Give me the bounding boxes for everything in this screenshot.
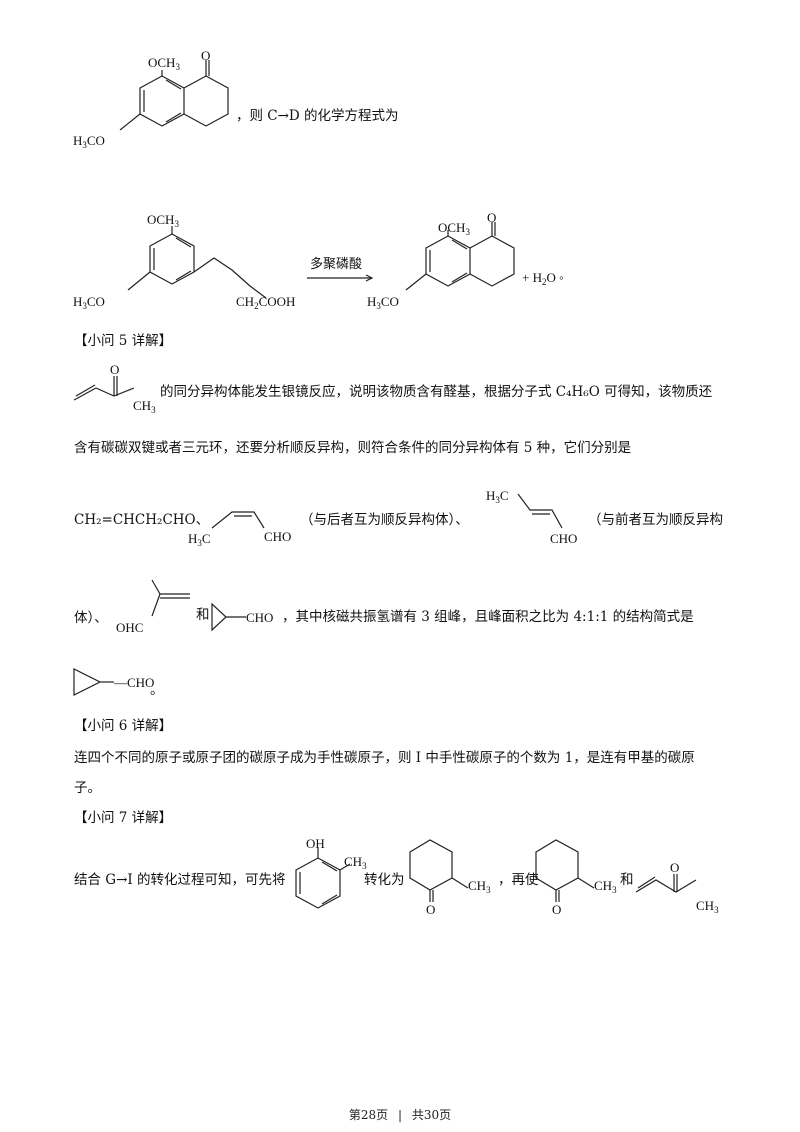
q7-text-d: 和: [620, 872, 634, 888]
q5-paragraph-2: 含有碳碳双键或者三元环，还要分析顺反异构，则符合条件的同分异构体有 5 种，它们…: [74, 440, 632, 456]
label-h3co: H3CO: [73, 133, 105, 150]
label-o: O: [201, 48, 210, 63]
methacrolein-structure: OHC: [116, 579, 190, 635]
label-cho-trans: CHO: [550, 531, 577, 546]
label-ohc: OHC: [116, 620, 143, 635]
label-och3: OCH3: [148, 55, 180, 72]
q5-paragraph-3: ，其中核磁共振氢谱有 3 组峰，且峰面积之比为 4:1:1 的结构简式是: [282, 609, 694, 625]
footer-separator: |: [397, 1108, 403, 1122]
label-och3-reactant: OCH3: [147, 212, 179, 229]
butenone-structure: O CH3: [73, 362, 156, 415]
label-ch2cooh: CH2COOH: [236, 294, 295, 311]
label-ch3-ketone-2: CH3: [594, 878, 617, 895]
label-h3co-reactant: H3CO: [73, 294, 105, 311]
isomer-continued: 体）、: [74, 610, 108, 626]
isomer-1: CH₂=CHCH₂CHO、: [74, 512, 210, 528]
label-o-ketone-1: O: [426, 902, 435, 917]
cyclopropanecarbaldehyde-structure: CHO: [211, 602, 273, 632]
label-cho-answer: —CHO: [113, 675, 154, 690]
label-ch3-butenone: CH3: [133, 398, 156, 415]
label-oh: OH: [306, 836, 325, 851]
page-footer: 第28页 | 共30页: [0, 1106, 800, 1123]
label-h3c-trans: H3C: [486, 488, 509, 505]
q6-paragraph-2: 子。: [74, 780, 101, 796]
methylcyclohexanone-structure-2: O CH3: [535, 839, 617, 917]
q5-header: 【小问 5 详解】: [74, 333, 173, 349]
label-o-ketone-2: O: [552, 902, 561, 917]
label-ch3-butenone-2: CH3: [696, 898, 719, 915]
footer-total: 共30页: [411, 1108, 452, 1122]
label-cho-cyclo: CHO: [246, 610, 273, 625]
label-och3-product: OCH3: [438, 220, 470, 237]
period: 。: [150, 682, 164, 698]
tetralone-structure-top: OCH3 O H3CO: [73, 48, 229, 150]
q7-text-a: 结合 G→I 的转化过程可知，可先将: [74, 872, 286, 888]
and-1: 和: [196, 607, 210, 623]
footer-page: 第28页: [348, 1108, 389, 1122]
label-o-butenone: O: [110, 362, 119, 377]
q7-text-b: 转化为: [364, 872, 405, 888]
arrow-label: 多聚磷酸: [310, 257, 363, 272]
q6-header: 【小问 6 详解】: [74, 718, 173, 734]
cis-butenal-structure: H3C CHO: [188, 511, 291, 548]
text-line1: ，则 C→D 的化学方程式为: [236, 108, 399, 124]
label-h3c-cis: H3C: [188, 531, 211, 548]
q6-paragraph-1: 连四个不同的原子或原子团的碳原子成为手性碳原子，则 I 中手性碳原子的个数为 1…: [74, 750, 695, 766]
label-ch3-ketone-1: CH3: [468, 878, 491, 895]
methylphenol-structure: OH CH3: [295, 836, 367, 909]
q5-paragraph-1: 的同分异构体能发生银镜反应，说明该物质含有醛基，根据分子式 C₄H₆O 可得知，…: [160, 384, 713, 400]
methylcyclohexanone-structure-1: O CH3: [409, 839, 491, 917]
label-plus-h2o: + H2O ◦: [522, 270, 564, 287]
q7-header: 【小问 7 详解】: [74, 810, 173, 826]
answer-cyclopropanecarbaldehyde: —CHO: [73, 668, 154, 696]
trans-butenal-structure: H3C CHO: [486, 488, 577, 546]
label-ch3-phenol: CH3: [344, 854, 367, 871]
reactant-structure: OCH3 H3CO CH2COOH: [73, 212, 374, 311]
butenone-structure-2: O CH3: [635, 860, 719, 915]
q7-text-c: ，再使: [498, 872, 539, 888]
label-h3co-product: H3CO: [367, 294, 399, 311]
label-o-product: O: [487, 210, 496, 225]
label-o-butenone-2: O: [670, 860, 679, 875]
isomer-2-note: （与后者互为顺反异构体）、: [300, 512, 469, 528]
isomer-3-note: （与前者互为顺反异构: [588, 512, 723, 528]
product-structure: OCH3 O H3CO + H2O ◦: [367, 210, 564, 311]
label-cho-cis: CHO: [264, 529, 291, 544]
